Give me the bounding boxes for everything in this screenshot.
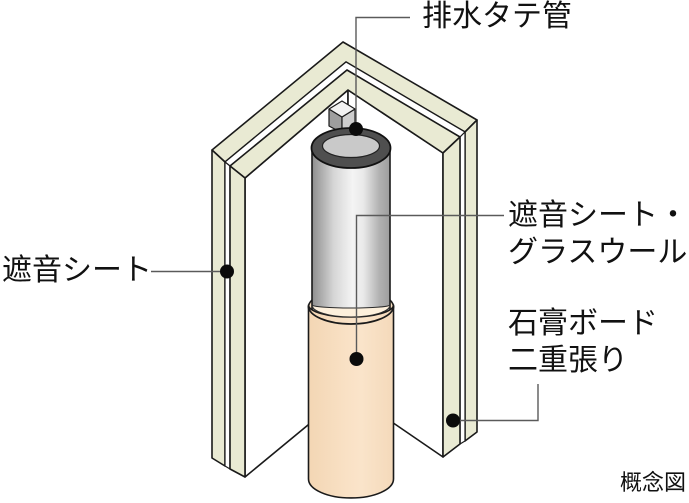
- corner-duct-top-face: [328, 100, 356, 118]
- drain-pipe-opening: [321, 133, 381, 159]
- label-drain-pipe-text: 排水タテ管: [422, 0, 572, 33]
- label-sheet-glasswool: 遮音シート・ グラスウール: [508, 197, 688, 271]
- caption-concept-diagram-text: 概念図: [620, 470, 687, 495]
- left-wall-end-inner-board: [229, 165, 246, 478]
- marker-dot-drain-pipe: [349, 122, 363, 136]
- caption-concept-diagram: 概念図: [620, 470, 686, 496]
- right-wall-end-inner-board: [442, 136, 461, 458]
- marker-dot-sound-sheet: [220, 264, 234, 279]
- label-sound-sheet: 遮音シート: [2, 252, 152, 289]
- leader-line-gypsum-board: [459, 384, 539, 422]
- insulation-wrap-body: [307, 304, 395, 499]
- label-gypsum-board-line2: 二重張り: [508, 344, 628, 377]
- label-sheet-glasswool-line1: 遮音シート・: [508, 199, 688, 232]
- marker-dot-gypsum-board: [446, 413, 460, 428]
- wrap-rim-mid-edge: [311, 304, 391, 318]
- wrap-rim-inner-edge: [311, 304, 391, 309]
- wrap-rim-outer-edge: [307, 305, 395, 325]
- right-wall-end-outer-board: [464, 119, 478, 442]
- leader-line-drain-pipe: [355, 16, 410, 129]
- label-sheet-glasswool-line2: グラスウール: [508, 236, 688, 269]
- left-wall-end-outer-board: [211, 149, 226, 467]
- marker-dot-sheet-glasswool: [349, 352, 364, 366]
- label-sound-sheet-text: 遮音シート: [2, 254, 152, 287]
- label-drain-pipe: 排水タテ管: [422, 0, 572, 34]
- drain-pipe-body: [311, 147, 391, 316]
- label-gypsum-board-line1: 石膏ボード: [508, 307, 658, 340]
- label-gypsum-board: 石膏ボード 二重張り: [508, 305, 658, 379]
- leader-line-sheet-glasswool: [355, 214, 504, 359]
